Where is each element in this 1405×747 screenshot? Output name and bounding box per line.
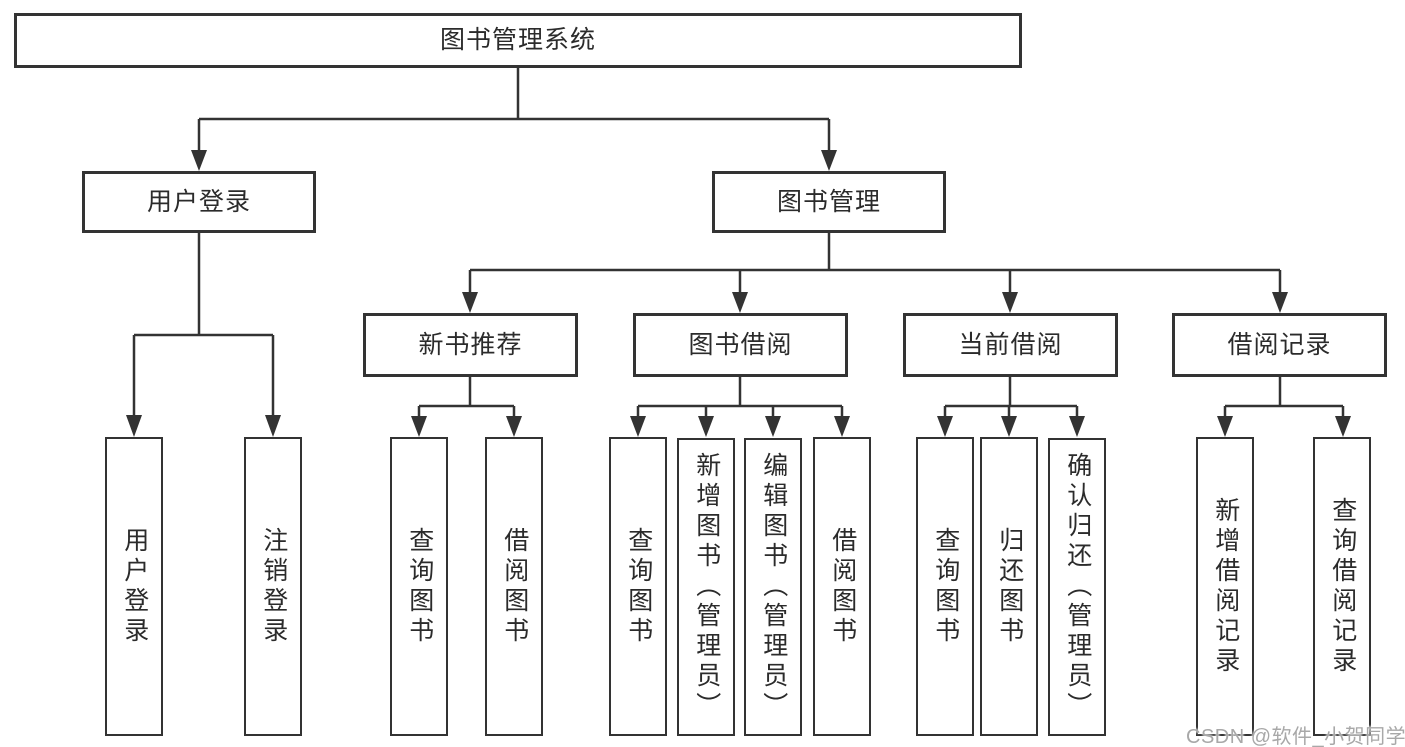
node-add-borrow-record: 新增借阅记录 [1196,437,1254,736]
node-library-management-system: 图书管理系统 [14,13,1022,68]
node-borrowing-records: 借阅记录 [1172,313,1387,377]
edge-lines [132,68,1345,418]
node-user-login: 用户登录 [82,171,316,233]
node-borrow-books-recommend: 借阅图书 [485,437,543,736]
node-return-books: 归还图书 [980,437,1038,736]
watermark: CSDN @软件_小贺同学 [1186,726,1405,747]
node-new-book-recommend: 新书推荐 [363,313,578,377]
node-user-login-leaf: 用户登录 [105,437,163,736]
node-book-borrowing: 图书借阅 [633,313,848,377]
node-current-borrowing: 当前借阅 [903,313,1118,377]
node-query-borrow-record: 查询借阅记录 [1313,437,1371,736]
node-query-books-current: 查询图书 [916,437,974,736]
node-add-books-admin: 新增图书（管理员） [677,438,735,736]
node-confirm-return-admin: 确认归还（管理员） [1048,438,1106,736]
node-logout: 注销登录 [244,437,302,736]
arrowheads [126,150,1351,437]
node-edit-books-admin: 编辑图书（管理员） [744,438,802,736]
node-query-books-recommend: 查询图书 [390,437,448,736]
node-query-books-borrowing: 查询图书 [609,437,667,736]
node-borrow-books-borrowing: 借阅图书 [813,437,871,736]
node-book-management: 图书管理 [712,171,946,233]
